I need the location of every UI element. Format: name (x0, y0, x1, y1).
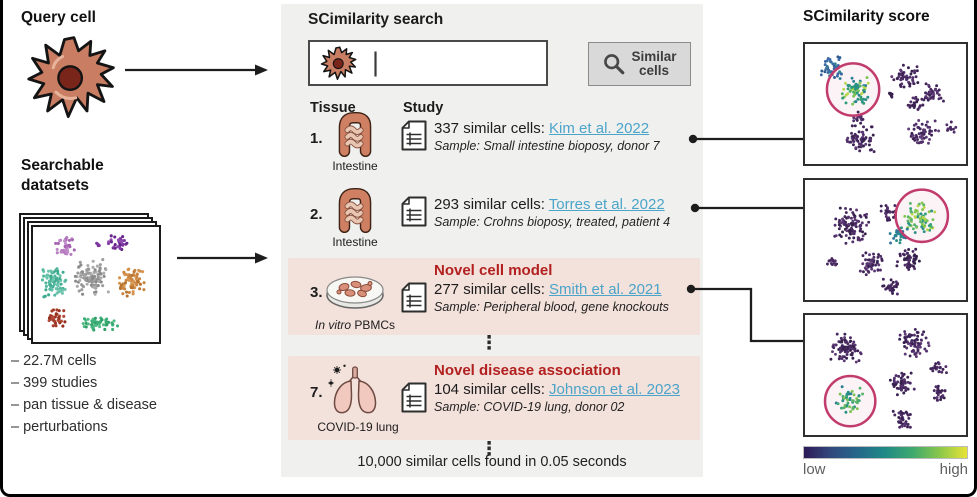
umap-scatter (805, 315, 966, 435)
search-summary: 10,000 similar cells found in 0.05 secon… (357, 454, 627, 470)
umap-scatter (805, 44, 966, 164)
tissue-caption: COVID-19 lung (317, 420, 399, 434)
similar-cells-count: 337 similar cells: (434, 120, 550, 137)
text-cursor: | (372, 47, 380, 77)
study-link[interactable]: Johnson et al. 2023 (549, 381, 680, 398)
novel-tag: Novel disease association (434, 362, 621, 379)
search-icon (604, 54, 625, 75)
connector-line-3 (691, 287, 803, 343)
button-line2: cells (638, 63, 670, 78)
stack-sheet-front (31, 225, 161, 344)
similar-cells-button[interactable]: Similar cells (588, 42, 691, 86)
umap-scatter (805, 180, 966, 300)
searchable-line2: datatsets (21, 177, 90, 194)
result-rank: 2. (310, 206, 323, 223)
dataset-stats-list: – 22.7M cells – 399 studies – pan tissue… (11, 350, 157, 438)
dataset-scatter (35, 229, 157, 340)
sample-description: Sample: COVID-19 lung, donor 02 (434, 400, 625, 414)
colorbar-high-label: high (939, 461, 968, 478)
score-colorbar (803, 446, 968, 459)
stat-perturbations: – perturbations (11, 419, 108, 435)
searchable-line1: Searchable (21, 157, 104, 174)
query-cell-icon (25, 32, 119, 126)
colorbar-low-label: low (803, 461, 826, 478)
stat-cells: – 22.7M cells (11, 353, 97, 369)
result-row: 7. COVID-19 lung (288, 356, 700, 440)
intestine-icon (332, 187, 378, 233)
result-main-text: 293 similar cells: Torres et al. 2022 (434, 196, 665, 213)
document-icon (401, 282, 427, 313)
document-icon (401, 120, 427, 151)
study-column-header: Study (403, 100, 444, 116)
tissue-column-header: Tissue (310, 100, 356, 116)
ellipsis: ⋮ (479, 333, 499, 354)
result-rank: 7. (310, 384, 323, 401)
result-rank: 3. (310, 284, 323, 301)
button-line1: Similar (631, 49, 677, 64)
datasets-arrowhead (255, 252, 268, 264)
novel-tag: Novel cell model (434, 262, 553, 279)
search-panel: SCimilarity search | Similar cells Tissu… (281, 4, 703, 477)
result-row: 3. In vitro PBMCs (288, 258, 700, 335)
result-main-text: 104 similar cells: Johnson et al. 2023 (434, 381, 680, 398)
result-main-text: 337 similar cells: Kim et al. 2022 (434, 120, 649, 137)
petri-dish-icon (324, 271, 386, 313)
result-rank: 1. (310, 130, 323, 147)
sample-description: Sample: Small intestine bioposy, donor 7 (434, 139, 660, 153)
result-row: 1. Intestine (288, 108, 700, 178)
dataset-stack (19, 213, 183, 349)
stat-tissue-disease: – pan tissue & disease (11, 397, 157, 413)
similar-cells-button-label: Similar cells (631, 50, 676, 78)
search-panel-title: SCimilarity search (308, 11, 444, 28)
similar-cells-count: 293 similar cells: (434, 196, 549, 213)
sample-description: Sample: Crohns bioposy, treated, patient… (434, 215, 671, 229)
search-input[interactable]: | (308, 40, 548, 86)
score-title: SCimilarity score (803, 8, 930, 25)
study-link[interactable]: Smith et al. 2021 (549, 281, 662, 298)
umap-plot-3 (803, 313, 968, 437)
ellipsis: ⋮ (479, 439, 499, 460)
query-cell-label: Query cell (21, 9, 96, 26)
result-main-text: 277 similar cells: Smith et al. 2021 (434, 281, 662, 298)
umap-plot-1 (803, 42, 968, 166)
result-row: 2. Intestine (288, 184, 700, 254)
stat-studies: – 399 studies (11, 375, 98, 391)
study-link[interactable]: Kim et al. 2022 (549, 120, 650, 137)
lungs-icon (328, 364, 382, 416)
study-link[interactable]: Torres et al. 2022 (548, 196, 665, 213)
similar-cells-count: 104 similar cells: (434, 381, 550, 398)
tissue-caption: Intestine (332, 235, 378, 249)
intestine-icon (332, 111, 378, 157)
similar-cells-count: 277 similar cells: (434, 281, 550, 298)
searchable-datasets-label: Searchable datatsets (21, 156, 104, 196)
query-cell-chip-icon (320, 45, 358, 83)
tissue-caption: Intestine (332, 159, 378, 173)
umap-plot-2 (803, 178, 968, 302)
query-arrowhead (255, 64, 268, 76)
document-icon (401, 196, 427, 227)
results-list: 1. Intestine (281, 4, 703, 477)
sample-description: Sample: Peripheral blood, gene knockouts (434, 300, 669, 314)
document-icon (401, 382, 427, 413)
tissue-caption: In vitro PBMCs (314, 318, 396, 332)
